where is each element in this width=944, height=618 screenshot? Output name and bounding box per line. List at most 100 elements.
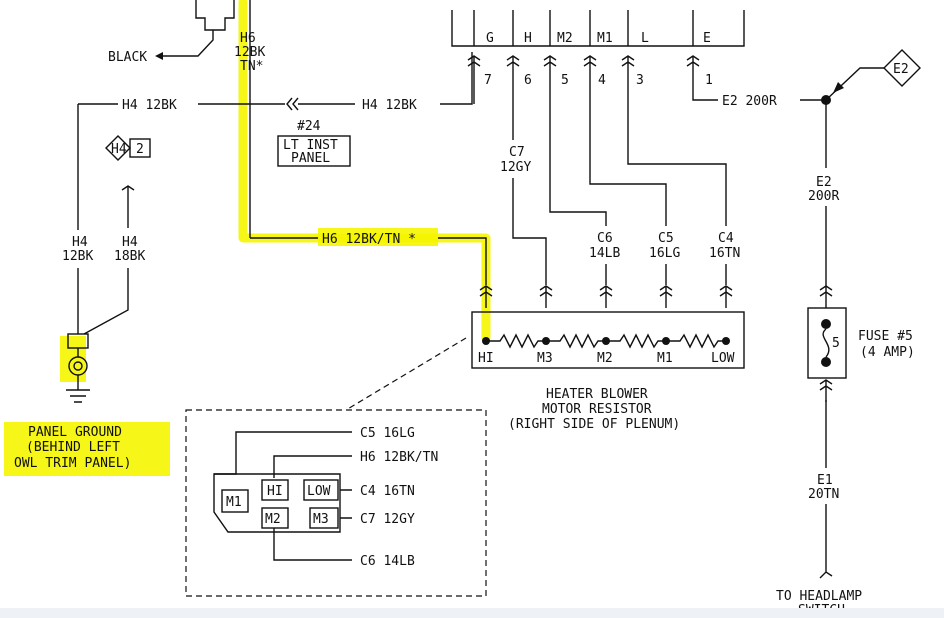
h4-12bk-1: H4 (72, 235, 88, 250)
top-connector-forks (467, 55, 700, 78)
top-fork-5 (686, 55, 700, 78)
term-low: LOW (711, 351, 735, 366)
wire-e (692, 78, 718, 101)
h4-splice-label: H4 (111, 142, 127, 157)
cavity-6: 6 (524, 73, 532, 88)
top-left-connector (195, 0, 235, 31)
res-fork-4 (719, 285, 733, 308)
h4-12bk-2: 12BK (62, 249, 93, 264)
cavity-5: 5 (561, 73, 569, 88)
fuse-connector-forks (819, 285, 833, 402)
inset-pin-m3: M3 (313, 512, 329, 527)
resistor-title-2: MOTOR RESISTOR (542, 402, 652, 417)
c7-label-2: 12GY (500, 160, 531, 175)
fuse-num: 5 (832, 336, 840, 351)
h4-18bk-1: H4 (122, 235, 138, 250)
res-fork-2 (599, 285, 613, 308)
c5-label-2: 16LG (649, 246, 680, 261)
panel-ground-3: OWL TRIM PANEL) (14, 456, 131, 471)
pin-m2: M2 (557, 31, 573, 46)
pin-e: E (703, 31, 711, 46)
h6-main-label: H6 12BK/TN * (322, 232, 416, 247)
e2-diamond-wire (825, 67, 884, 101)
resistor-title-3: (RIGHT SIDE OF PLENUM) (508, 417, 680, 432)
h4-18bk-stub (121, 185, 135, 228)
inset-pin-hi-box (261, 479, 289, 501)
inset-wire-c5: C5 16LG (360, 426, 415, 441)
inset-pin-m2-box (261, 507, 289, 529)
cavity-4: 4 (598, 73, 606, 88)
e1-wire (819, 504, 833, 579)
inset-wire-h6: H6 12BK/TN (360, 450, 438, 465)
e2-vert-2: 200R (808, 189, 839, 204)
e2-vert-1: E2 (816, 175, 832, 190)
h4-right-wire (440, 52, 473, 105)
resistor-block (471, 311, 745, 369)
top-connector-body (451, 10, 745, 47)
inset-pin-m1-box (221, 489, 249, 513)
inset-wire-c7: C7 12GY (360, 512, 415, 527)
e1-label-2: 20TN (808, 487, 839, 502)
term-m1: M1 (657, 351, 673, 366)
h6-wire (438, 237, 487, 285)
to-headlamp-1: TO HEADLAMP (776, 589, 862, 604)
c4-label-2: 16TN (709, 246, 740, 261)
fuse-fork-top (819, 285, 833, 308)
cavity-3: 3 (636, 73, 644, 88)
term-m2: M2 (597, 351, 613, 366)
inset-pin-m3-box (309, 507, 339, 529)
highlight-panel-ground (4, 422, 170, 476)
res-fork-1 (539, 285, 553, 308)
wire-c7 (512, 78, 547, 285)
panel-ground-2: (BEHIND LEFT (26, 440, 120, 455)
inset-pin-m2: M2 (265, 512, 281, 527)
fuse-label-1: FUSE #5 (858, 329, 913, 344)
wire-c4 (627, 78, 727, 285)
black-wire (162, 30, 214, 57)
inset-wires (214, 431, 352, 561)
pin-g: G (486, 31, 494, 46)
fuse-label-2: (4 AMP) (860, 345, 915, 360)
top-fork-4 (621, 55, 635, 78)
pin-l: L (641, 31, 649, 46)
e2-diamond-label: E2 (893, 62, 909, 77)
cavity-7: 7 (484, 73, 492, 88)
connector-24-name-2: PANEL (291, 151, 330, 166)
highlight-h6-wire (238, 0, 491, 343)
h6-top-l2: 12BK (234, 45, 265, 60)
wire-c6 (549, 78, 607, 285)
c7-label-1: C7 (509, 145, 525, 160)
bottom-scroll-strip (0, 608, 944, 618)
inset-pin-low-box (303, 479, 339, 501)
black-arrow-icon (155, 52, 163, 60)
e2-200r-top: E2 200R (722, 94, 777, 109)
inset-pin-hi: HI (267, 484, 283, 499)
h4-left-label: H4 12BK (122, 98, 177, 113)
inset-wire-c4: C4 16TN (360, 484, 415, 499)
inset-wire-c6: C6 14LB (360, 554, 415, 569)
connector-24-name-1: LT INST (283, 138, 338, 153)
c4-label-1: C4 (718, 231, 734, 246)
black-label: BLACK (108, 50, 147, 65)
fuse-box (807, 307, 847, 379)
fuse-fork-bottom (819, 379, 833, 402)
top-fork-1 (506, 55, 520, 78)
e1-label-1: E1 (817, 473, 833, 488)
resistor-title-1: HEATER BLOWER (546, 387, 648, 402)
e2-diamond (883, 49, 921, 87)
cavity-1: 1 (705, 73, 713, 88)
h4-18bk-2: 18BK (114, 249, 145, 264)
inset-connector-body (213, 473, 341, 533)
fuse-link-icon (822, 328, 830, 358)
connector-24-icon (286, 97, 299, 111)
connector-24-box (277, 135, 351, 167)
h6-top-l3: TN* (240, 59, 263, 74)
c6-label-2: 14LB (589, 246, 620, 261)
inset-pin-low: LOW (307, 484, 331, 499)
top-fork-0 (467, 55, 481, 78)
panel-ground-1: PANEL GROUND (28, 425, 122, 440)
resistor-connector-forks (479, 285, 733, 308)
res-fork-3 (659, 285, 673, 308)
